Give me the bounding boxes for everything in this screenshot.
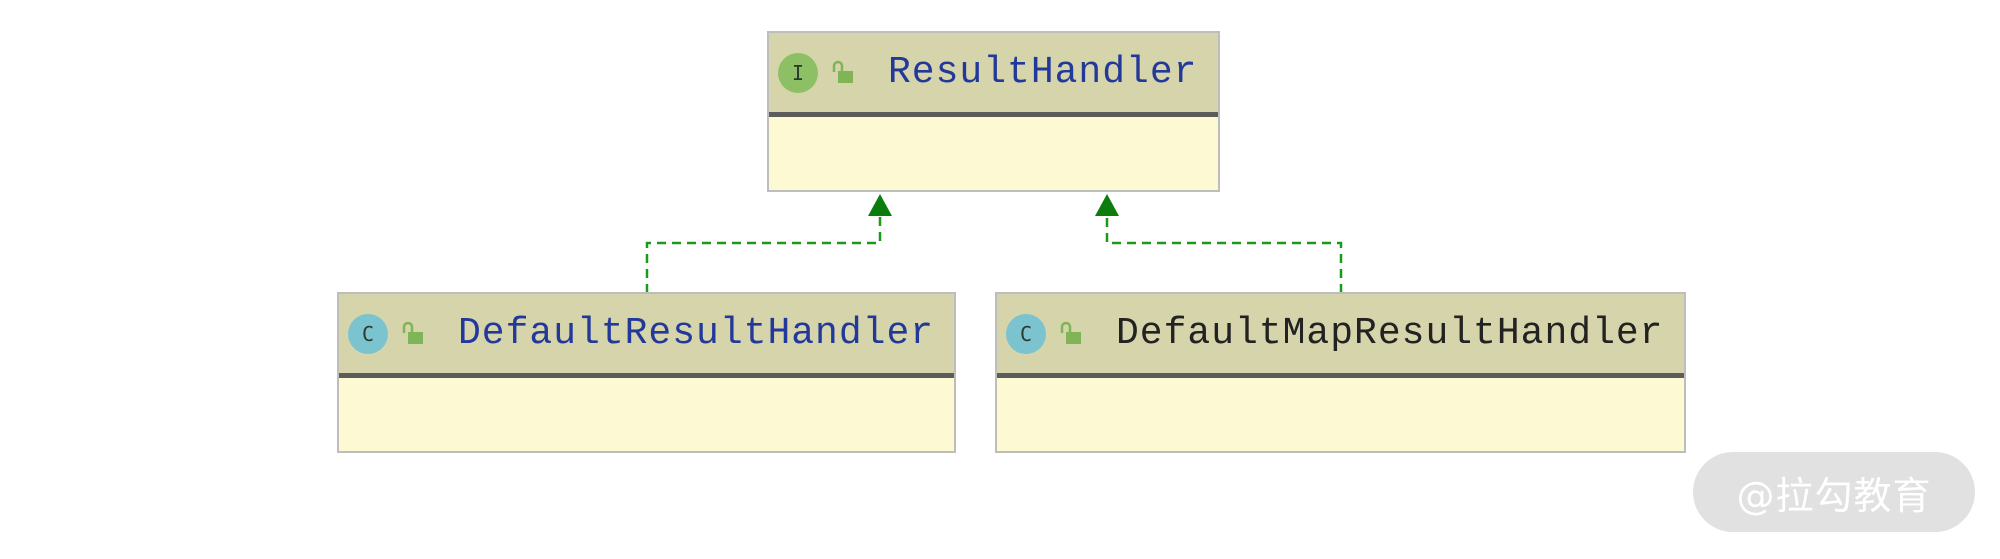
class-default-map-result-handler[interactable]: C DefaultMapResultHandler	[995, 292, 1686, 453]
interface-icon: I	[778, 52, 818, 93]
interface-name: ResultHandler	[888, 51, 1198, 94]
arrow-head-default-map-result-handler	[1095, 194, 1119, 216]
class-icon: C	[348, 313, 388, 354]
class-name: DefaultResultHandler	[458, 312, 935, 355]
unlocked-padlock-icon	[832, 60, 853, 83]
unlocked-padlock-icon	[402, 321, 423, 344]
class-header: C DefaultResultHandler	[339, 294, 954, 378]
interface-result-handler[interactable]: I ResultHandler	[767, 31, 1220, 192]
connector-default-map-result-handler	[1105, 215, 1343, 293]
unlocked-padlock-icon	[1060, 321, 1081, 344]
class-name: DefaultMapResultHandler	[1116, 312, 1664, 355]
connector-default-result-handler	[645, 215, 882, 293]
arrow-head-default-result-handler	[868, 194, 892, 216]
class-default-result-handler[interactable]: C DefaultResultHandler	[337, 292, 956, 453]
class-icon: C	[1006, 313, 1046, 354]
watermark: @拉勾教育	[1693, 452, 1975, 532]
interface-header: I ResultHandler	[769, 33, 1218, 117]
class-header: C DefaultMapResultHandler	[997, 294, 1684, 378]
